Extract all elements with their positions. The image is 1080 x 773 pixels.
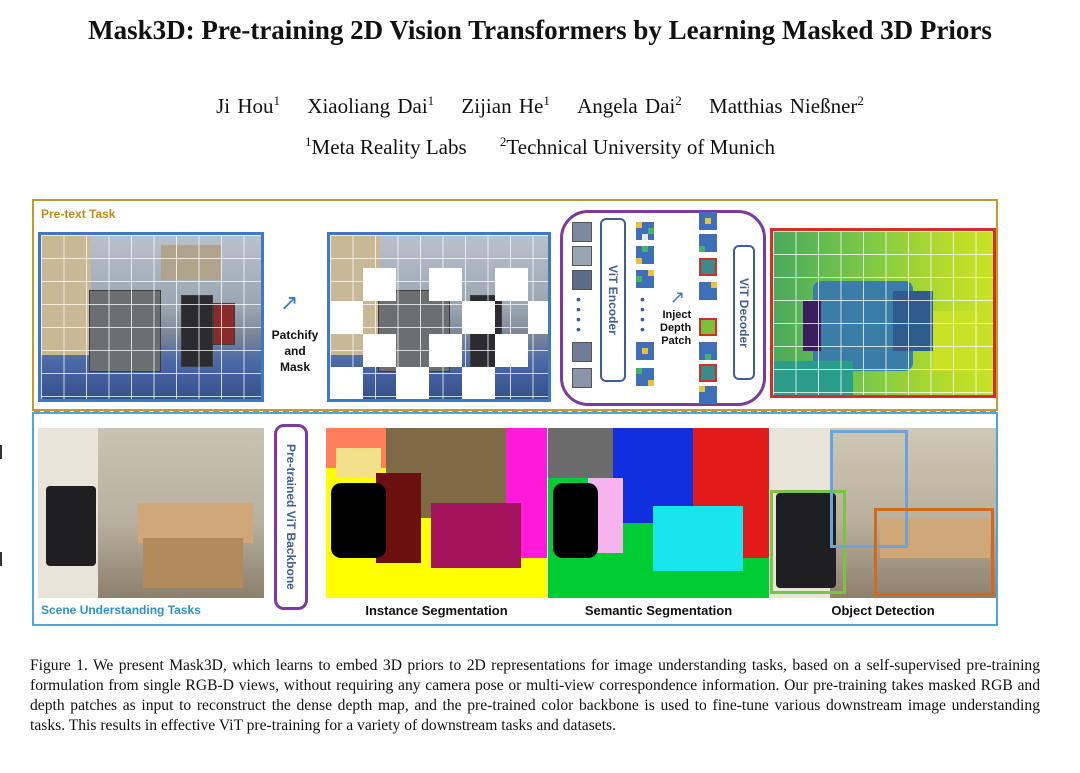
- author: Xiaoliang Dai1: [307, 93, 435, 118]
- pretext-label: Pre-text Task: [41, 207, 116, 221]
- image-patch: [572, 222, 592, 242]
- author: Matthias Nießner2: [709, 93, 864, 118]
- bbox-desk: [874, 508, 994, 596]
- vit-encoder: ViT Encoder: [600, 218, 626, 382]
- image-patch: [572, 368, 592, 388]
- token-icon: [699, 386, 717, 404]
- mask-patch: [495, 334, 528, 367]
- figure-caption: Figure 1. We present Mask3D, which learn…: [30, 657, 1040, 734]
- task-label-instance: Instance Segmentation: [365, 603, 508, 618]
- inject-depth-label: Inject Depth Patch: [660, 309, 692, 347]
- reconstructed-depth-map: [770, 228, 996, 398]
- author-list: Ji Hou1 Xiaoliang Dai1 Zijian He1 Angela…: [0, 94, 1080, 119]
- mask-patch: [396, 367, 429, 399]
- affiliation: 1Meta Reality Labs: [305, 134, 467, 159]
- paper-title: Mask3D: Pre-training 2D Vision Transform…: [88, 15, 992, 45]
- instance-segmentation-map: [326, 428, 547, 598]
- image-patch: [572, 246, 592, 266]
- author: Ji Hou1: [216, 93, 281, 118]
- token-icon: [636, 368, 654, 386]
- mask-patch: [429, 334, 462, 367]
- token-icon: [636, 222, 654, 240]
- mask-patch: [363, 334, 396, 367]
- depth-patch: [699, 318, 717, 336]
- vit-frame: [560, 210, 766, 406]
- encoder-token-column: ••••: [636, 222, 656, 402]
- affiliation: 2Technical University of Munich: [499, 134, 775, 159]
- patch-column: ••••: [572, 222, 592, 402]
- injected-token-column: [699, 212, 719, 406]
- token-icon: [699, 212, 717, 230]
- bbox-chair: [770, 490, 846, 594]
- ellipsis-icon: ••••: [576, 291, 581, 337]
- author: Zijian He1: [461, 93, 550, 118]
- mask-patch: [429, 268, 462, 301]
- panel-divider: [34, 411, 996, 413]
- mask-patch: [330, 301, 363, 334]
- token-icon: [636, 270, 654, 288]
- scene-panel: [32, 412, 998, 626]
- task-label-detection: Object Detection: [831, 603, 935, 618]
- patchify-label: Patchify and Mask: [271, 328, 319, 374]
- mask-patch: [462, 367, 495, 399]
- mask-patch: [462, 301, 495, 334]
- pretext-panel: [32, 199, 998, 411]
- pretrained-backbone: Pre-trained ViT Backbone: [274, 424, 308, 610]
- ellipsis-icon: ••••: [640, 291, 645, 337]
- arrow-icon: ↗: [280, 290, 299, 315]
- masked-rgb-image: [327, 232, 551, 402]
- input-rgb-image: [38, 232, 264, 402]
- token-icon: [636, 246, 654, 264]
- mask-patch: [495, 268, 528, 301]
- affiliation-list: 1Meta Reality Labs 2Technical University…: [0, 135, 1080, 160]
- task-label-semantic: Semantic Segmentation: [584, 603, 733, 618]
- token-icon: [699, 342, 717, 360]
- object-detection-image: [770, 428, 996, 598]
- scene-rgb-image: [38, 428, 264, 598]
- token-icon: [636, 342, 654, 360]
- depth-patch: [699, 258, 717, 276]
- arrow-icon: ↗: [670, 287, 686, 307]
- token-icon: [699, 234, 717, 252]
- token-icon: [699, 282, 717, 300]
- semantic-segmentation-map: [548, 428, 769, 598]
- author: Angela Dai2: [577, 93, 682, 118]
- image-patch: [572, 270, 592, 290]
- depth-patch: [699, 364, 717, 382]
- bbox-curtain: [830, 430, 908, 548]
- scene-label: Scene Understanding Tasks: [41, 603, 201, 617]
- mask-patch: [528, 301, 548, 334]
- mask-patch: [363, 268, 396, 301]
- margin-tick: [0, 552, 2, 566]
- vit-decoder: ViT Decoder: [733, 245, 755, 380]
- mask-patch: [330, 367, 363, 399]
- margin-tick: [0, 445, 2, 459]
- image-patch: [572, 342, 592, 362]
